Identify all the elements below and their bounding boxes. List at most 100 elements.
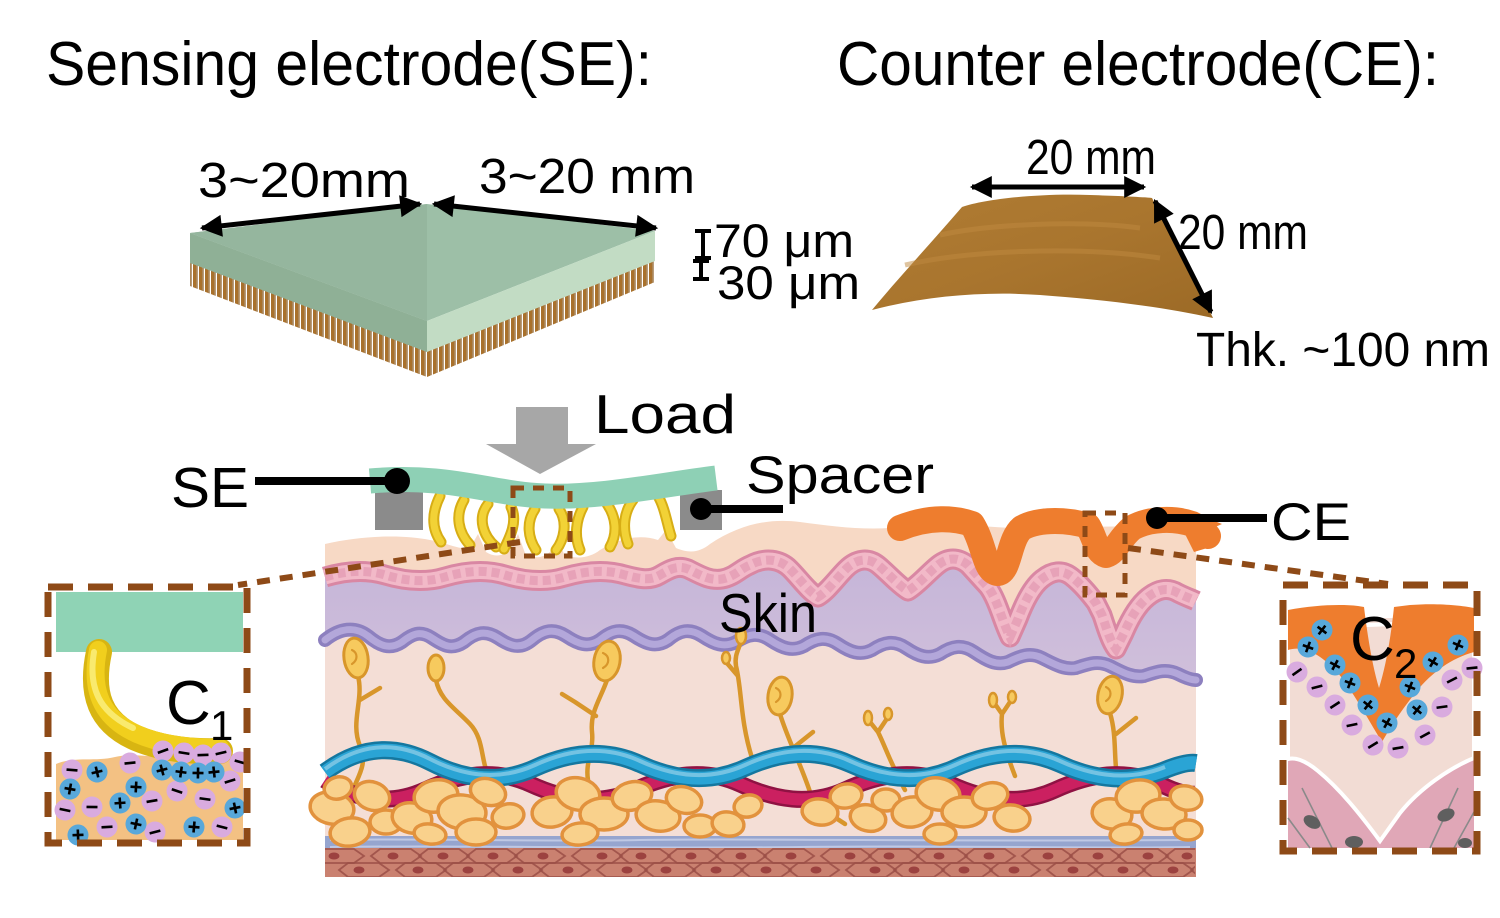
text-labels: Sensing electrode(SE): Counter electrode… [46,30,1490,749]
blood-vessel-blue [321,743,1198,785]
ce-electrode-diagram [872,176,1214,318]
c1-inset [44,583,251,847]
slab-left-face [190,233,427,352]
se-leader [255,468,410,494]
c2-ions [1286,619,1483,759]
ce-title: Counter electrode(CE): [837,30,1439,99]
micropillar-face [552,505,568,554]
negative-ion [61,759,83,781]
muscle-cell-nucleus [869,866,881,874]
nerve-ending [559,639,622,783]
positive-ion [1422,651,1444,673]
muscle-cell [844,862,898,877]
muscle-cell-nucleus [1092,852,1104,860]
fat-lobule [352,779,392,813]
positive-ion [1406,699,1428,721]
fat-lobule [1168,783,1204,813]
muscle-cell [325,848,366,864]
muscle-cell-nucleus [1181,852,1193,860]
muscle-cell [595,862,649,877]
negative-ion [173,742,195,764]
muscle-cell-nucleus [660,866,672,874]
negative-ion [1414,724,1436,746]
negative-ion [194,788,216,810]
muscle-cell-nucleus [621,866,633,874]
fat-lobule [1108,822,1144,846]
c2-label: C [1350,605,1395,674]
muscle-cell-nucleus [908,866,920,874]
nerve-ending [987,689,1018,779]
fat-lobule [992,803,1032,833]
muscle-layer [325,848,1196,877]
muscle-cell [1045,862,1099,877]
positive-ion [203,761,225,783]
muscle-cell-nucleus [810,866,822,874]
se-dim-width-left: 3~20mm [198,154,410,208]
muscle-cell [1093,862,1147,877]
fat-lobule [922,822,958,846]
muscle-cell-nucleus [487,852,499,860]
negative-ion [1441,669,1463,691]
positive-ion [1357,694,1379,716]
negative-ion [211,816,233,838]
muscle-cell-nucleus [387,852,399,860]
c1-green-plate [56,592,243,652]
muscle-cell-nucleus [1008,866,1020,874]
negative-ion [1341,714,1363,736]
positive-ion [1339,672,1361,694]
fat-lobule [710,810,746,838]
negative-ion [152,740,174,762]
fat-lobule [454,817,498,847]
muscle-cell-nucleus [958,866,970,874]
muscle-cell [643,862,697,877]
negative-ion [210,742,232,764]
positive-ion [187,762,209,784]
c1-ions [54,740,251,846]
skin-cross-section [308,520,1204,877]
muscle-cell-nucleus [437,852,449,860]
muscle-cell [787,862,841,877]
positive-ion [1447,634,1469,656]
inspection-box-pillars [510,485,573,559]
positive-ion [1376,712,1398,734]
muscle-cell [988,862,1042,877]
spacer-label: Spacer [746,446,934,505]
fat-lobule [970,780,1010,812]
muscle-cell-nucleus [635,852,647,860]
fat-lobule [828,782,864,810]
c2-ce-film [1288,604,1474,742]
fat-lobules [308,775,1204,848]
negative-ion [1324,694,1346,716]
se-dim-width-right: 3~20 mm [479,150,695,204]
micropillar-face [621,496,637,548]
spacer-leader [690,498,783,520]
positive-ion [1324,654,1346,676]
fat-lobule [732,793,764,819]
ce-dim-width: 20 mm [1026,131,1156,185]
slab-right-face [427,231,655,352]
nerve-ending [426,653,493,781]
muscle-cell-nucleus [353,866,365,874]
muscle-cell [1189,865,1195,875]
positive-ion [1297,636,1319,658]
negative-ion [144,821,166,843]
load-arrow [486,407,596,474]
load-label: Load [594,383,736,445]
purple-boundary-line [318,622,1203,687]
muscle-cell-nucleus [883,852,895,860]
micropillar-face [455,496,474,549]
thickness-bracket-30 [693,259,709,281]
ce-leader [1146,507,1267,529]
negative-ion [81,796,103,818]
stratum-band [321,548,1201,660]
muscle-cell [691,862,745,877]
spacer-block-left [375,492,423,530]
negative-ion [192,744,214,766]
muscle-cell-nucleus [710,866,722,874]
negative-ion [166,780,188,802]
c2-dashed-border [1279,581,1481,855]
micropillar-face [430,492,445,546]
inspection-box-ce [1082,510,1128,598]
